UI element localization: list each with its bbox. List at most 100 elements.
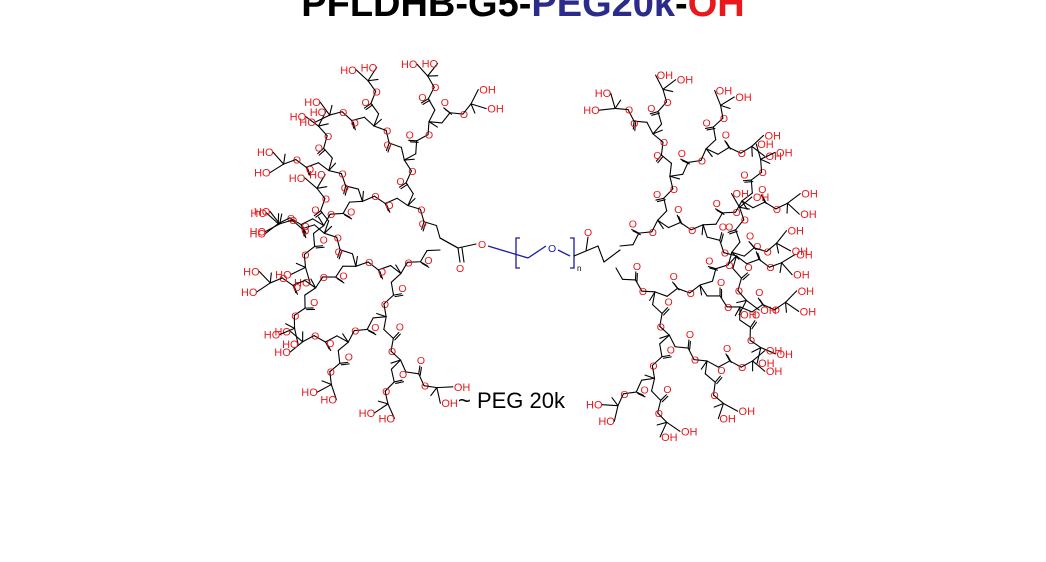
- bond-line: [367, 66, 378, 82]
- bond-line: [317, 147, 325, 155]
- bond-line: [758, 258, 770, 268]
- bond-line: [323, 232, 338, 238]
- bond-line: [652, 304, 663, 315]
- carbonyl-oxygen: O: [663, 384, 671, 396]
- ester-oxygen: O: [338, 169, 346, 181]
- bond-line: [320, 197, 326, 212]
- bond-line: [344, 214, 353, 220]
- bond-line: [742, 273, 750, 281]
- bond-line: [657, 101, 668, 113]
- bond-line: [400, 183, 409, 190]
- bond-line: [272, 151, 285, 165]
- bond-line: [654, 291, 668, 297]
- bond-line: [361, 195, 375, 202]
- bond-line: [753, 247, 768, 253]
- hydroxyl-label: HO: [299, 117, 316, 129]
- bond-line: [619, 244, 634, 247]
- carbonyl-oxygen: O: [293, 282, 301, 294]
- bond-line: [366, 328, 375, 334]
- carbonyl-oxygen: O: [678, 148, 686, 160]
- ester-oxygen: O: [322, 194, 330, 206]
- bond-line: [755, 143, 762, 160]
- bond-line: [419, 366, 422, 376]
- bond-line: [751, 134, 765, 147]
- bond-line: [666, 287, 679, 297]
- core-carbonyl-oxygen: O: [456, 263, 464, 275]
- bond-line: [421, 262, 430, 268]
- bond-line: [283, 153, 286, 165]
- hydroxyl-label: HO: [282, 339, 299, 351]
- hydroxyl-label: HO: [309, 170, 326, 182]
- carbonyl-oxygen: O: [424, 255, 432, 267]
- hydroxyl-label: HO: [275, 269, 292, 281]
- bond-line: [379, 270, 384, 280]
- bond-line: [651, 364, 656, 379]
- ester-oxygen: O: [691, 355, 699, 367]
- bond-line: [343, 185, 347, 195]
- bond-line: [716, 209, 725, 215]
- bond-line: [339, 361, 349, 364]
- bond-line: [470, 103, 476, 114]
- carbonyl-oxygen: O: [665, 297, 673, 309]
- ester-oxygen: O: [670, 184, 678, 196]
- bond-line: [784, 290, 798, 303]
- bond-line: [310, 278, 317, 289]
- hydroxyl-label: HO: [257, 147, 274, 159]
- carbonyl-oxygen: O: [686, 329, 694, 341]
- bond-line: [423, 385, 438, 389]
- bond-line: [656, 199, 666, 203]
- bond-line: [321, 380, 332, 386]
- ester-oxygen: O: [311, 331, 319, 343]
- bond-line: [383, 303, 387, 318]
- bond-line: [702, 223, 717, 226]
- bond-line: [784, 301, 800, 312]
- bond-line: [384, 390, 389, 405]
- bond-line: [390, 359, 402, 370]
- bond-line: [373, 113, 380, 127]
- hydroxyl-label: HO: [289, 173, 306, 185]
- bond-line: [385, 129, 390, 144]
- bond-line: [383, 294, 395, 305]
- hydroxyl-label: HO: [304, 97, 321, 109]
- bond-line: [269, 277, 283, 284]
- bond-line: [367, 261, 379, 271]
- hydroxyl-label: OH: [716, 85, 733, 97]
- bond-line: [732, 267, 743, 279]
- hydroxyl-label: HO: [241, 287, 258, 299]
- bond-line: [415, 140, 418, 155]
- bond-line: [641, 290, 656, 293]
- bond-line: [760, 158, 771, 164]
- bond-line: [316, 186, 328, 189]
- carbonyl-oxygen: O: [406, 129, 414, 141]
- bond-line: [372, 316, 387, 319]
- bond-line: [775, 202, 789, 210]
- ester-oxygen: O: [279, 273, 287, 285]
- bond-line: [439, 237, 459, 249]
- bond-line: [668, 334, 676, 348]
- bond-line: [657, 156, 664, 164]
- carbonyl-oxygen: O: [752, 310, 760, 322]
- hydroxyl-label: OH: [441, 398, 458, 410]
- carbonyl-oxygen: O: [641, 384, 649, 396]
- bond-line: [655, 74, 664, 90]
- bond-line: [449, 112, 464, 115]
- bond-line: [597, 245, 605, 263]
- bond-line: [361, 190, 364, 202]
- bond-line: [435, 224, 441, 239]
- hydroxyl-label: OH: [796, 249, 813, 261]
- bond-line: [682, 161, 689, 175]
- hydroxyl-label: OH: [740, 310, 757, 322]
- bond-line: [295, 158, 307, 168]
- bond-line: [615, 267, 624, 280]
- carbonyl-oxygen: O: [378, 266, 386, 278]
- ester-oxygen: O: [664, 97, 672, 109]
- hydroxyl-label: OH: [487, 104, 504, 116]
- bond-line: [713, 394, 725, 405]
- bond-line: [305, 115, 320, 127]
- bond-line: [406, 261, 421, 263]
- hydroxyl-label: OH: [681, 426, 698, 438]
- hydroxyl-label: HO: [359, 408, 376, 420]
- title-peg-part: PEG20k: [531, 0, 676, 25]
- bond-line: [709, 267, 718, 271]
- bond-line: [659, 343, 663, 358]
